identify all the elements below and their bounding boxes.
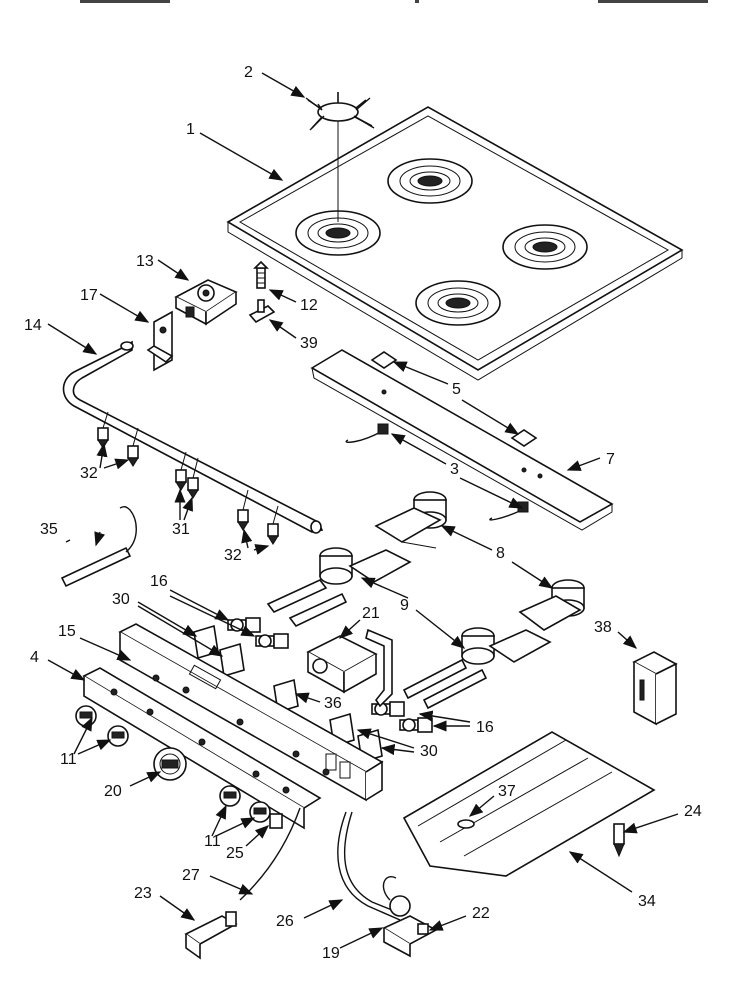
burner-assembly [518, 579, 585, 631]
orifice-fitting [187, 477, 199, 499]
orifice-fitting [267, 523, 279, 545]
callout-15: 15 [58, 623, 76, 640]
manifold-panel [118, 623, 384, 802]
gas-valve [371, 701, 405, 717]
oven-burner-baffle [402, 731, 656, 877]
header-marks [80, 0, 708, 3]
orifice-fitting [175, 469, 187, 491]
gas-valves [227, 617, 433, 733]
callout-27: 27 [182, 867, 200, 884]
mounting-clip [248, 299, 276, 324]
orifice-screw [253, 260, 269, 289]
callout-11-left: 11 [60, 751, 77, 768]
gas-valve [399, 717, 433, 733]
callout-2: 2 [244, 64, 253, 81]
callout-23: 23 [134, 885, 152, 902]
callout-39: 39 [300, 335, 318, 352]
control-knob [75, 705, 97, 727]
burner-assembly [319, 547, 412, 585]
callout-12: 12 [300, 297, 318, 314]
manifold-bracket [146, 310, 174, 372]
callout-32-top: 32 [80, 465, 98, 482]
oven-orifice [613, 823, 625, 858]
callout-14: 14 [24, 317, 42, 334]
callout-13: 13 [136, 253, 154, 270]
oven-safety-valve [382, 876, 438, 958]
callout-35: 35 [40, 521, 58, 538]
callout-7: 7 [606, 451, 615, 468]
callout-16-left: 16 [150, 573, 168, 590]
gas-manifold [62, 340, 324, 534]
burner-opening [387, 158, 473, 204]
control-knob [219, 785, 241, 807]
leader-arrows [47, 72, 679, 949]
callout-4: 4 [30, 649, 39, 666]
orifice-fitting [237, 509, 249, 531]
valve-bezel-plates [193, 624, 383, 764]
gas-valve [255, 633, 289, 649]
callout-21: 21 [362, 605, 380, 622]
callout-labels: 1 2 3 4 5 7 8 9 11 11 12 13 14 15 16 16 … [24, 64, 702, 962]
ignitor-button [269, 813, 283, 829]
manifold-orifices [97, 411, 279, 545]
callout-37: 37 [498, 783, 516, 800]
burner-support-rail [310, 349, 614, 531]
callout-36: 36 [324, 695, 342, 712]
callout-17: 17 [80, 287, 98, 304]
control-knob [107, 725, 129, 747]
orifice-fitting [127, 445, 139, 467]
burner-assembly [374, 491, 447, 549]
callout-8: 8 [496, 545, 505, 562]
oven-thermostat-tubing [239, 807, 403, 921]
callout-38: 38 [594, 619, 612, 636]
callout-31: 31 [172, 521, 190, 538]
gas-valve [227, 617, 261, 633]
igniter-switch-assembly [184, 911, 238, 960]
callout-1: 1 [186, 121, 195, 138]
callout-26: 26 [276, 913, 294, 930]
burner-opening [502, 224, 588, 270]
thermocouple [60, 505, 137, 588]
control-panel-trim [82, 667, 330, 830]
callout-19: 19 [322, 945, 340, 962]
burner-assembly [461, 627, 552, 665]
callout-32-bottom: 32 [224, 547, 242, 564]
burner-grate [305, 92, 375, 222]
callout-22: 22 [472, 905, 490, 922]
callout-34: 34 [638, 893, 656, 910]
callout-20: 20 [104, 783, 122, 800]
oven-control-knob [153, 747, 187, 781]
electronic-control-module [632, 651, 678, 726]
burner-opening [415, 280, 501, 326]
callout-11-right: 11 [204, 833, 221, 850]
venturi-tubes [266, 579, 488, 710]
callout-30-right: 30 [420, 743, 438, 760]
callout-16-right: 16 [476, 719, 494, 736]
callout-25: 25 [226, 845, 244, 862]
callout-30-left: 30 [112, 591, 130, 608]
orifice-fitting [97, 427, 109, 449]
control-knob [249, 801, 271, 823]
pressure-regulator [306, 628, 393, 708]
callout-5: 5 [452, 381, 461, 398]
callout-3: 3 [450, 461, 459, 478]
callout-24: 24 [684, 803, 702, 820]
ignition-switch [174, 279, 238, 326]
callout-9: 9 [400, 597, 409, 614]
burner-opening [295, 210, 381, 256]
cooktop [226, 106, 684, 381]
